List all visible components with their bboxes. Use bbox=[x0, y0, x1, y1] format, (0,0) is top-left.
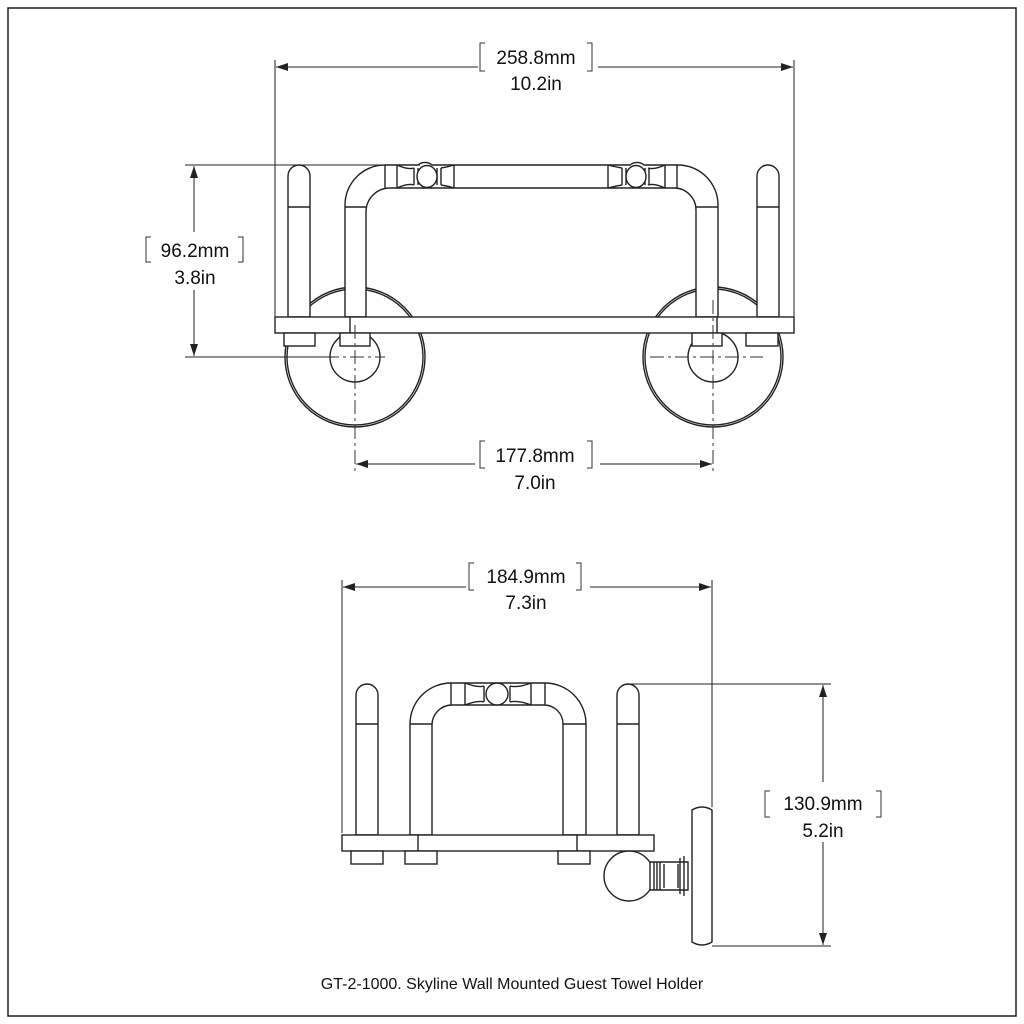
side-view: 184.9mm 7.3in 130.9mm 5.2in bbox=[341, 562, 882, 947]
wall-mount bbox=[603, 806, 713, 946]
drawing-border bbox=[7, 7, 1017, 1017]
side-right-post bbox=[616, 683, 640, 836]
height-in: 3.8in bbox=[174, 268, 215, 289]
side-extension-lines bbox=[341, 580, 831, 947]
side-height-mm: 130.9mm bbox=[783, 794, 862, 815]
extension-lines bbox=[185, 60, 795, 358]
depth-mm: 184.9mm bbox=[486, 567, 565, 588]
side-arch bbox=[409, 682, 587, 836]
overall-width-in: 10.2in bbox=[510, 74, 562, 95]
mount-spacing-in: 7.0in bbox=[514, 473, 555, 494]
mount-spacing-mm: 177.8mm bbox=[495, 446, 574, 467]
right-post bbox=[756, 164, 780, 318]
base-bar bbox=[274, 316, 795, 347]
side-base-bar bbox=[341, 834, 655, 865]
side-height-in: 5.2in bbox=[802, 821, 843, 842]
height-mm: 96.2mm bbox=[161, 241, 230, 262]
side-left-post bbox=[355, 683, 379, 836]
depth-in: 7.3in bbox=[505, 593, 546, 614]
left-post bbox=[287, 164, 311, 318]
centerlines bbox=[325, 300, 763, 475]
drawing-title: GT-2-1000. Skyline Wall Mounted Guest To… bbox=[321, 976, 704, 993]
overall-width-mm: 258.8mm bbox=[496, 48, 575, 69]
towel-bar-arch bbox=[344, 161, 719, 318]
front-view: 258.8mm 10.2in 96.2mm 3.8in 177.8mm 7.0i… bbox=[145, 42, 795, 494]
